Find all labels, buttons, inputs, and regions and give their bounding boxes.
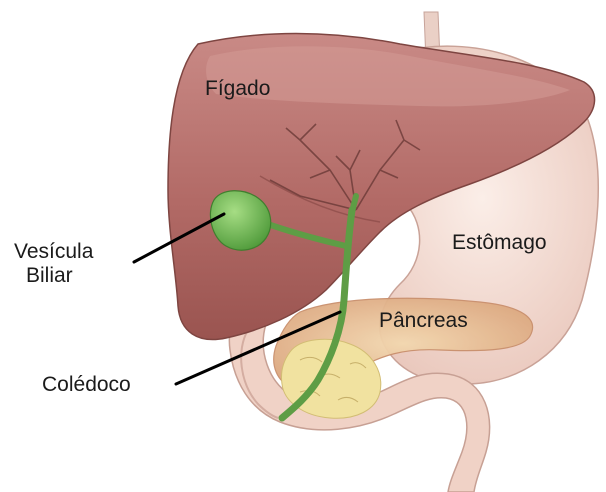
label-figado: Fígado [205, 77, 270, 101]
label-vesicula-biliar: Vesícula Biliar [14, 240, 93, 288]
label-vesicula-line1: Vesícula [14, 240, 93, 264]
hepatic-duct [352, 196, 356, 212]
label-estomago: Estômago [452, 231, 547, 255]
label-pancreas: Pâncreas [379, 309, 468, 333]
label-coledoco: Colédoco [42, 373, 131, 397]
label-vesicula-line2: Biliar [26, 264, 93, 288]
